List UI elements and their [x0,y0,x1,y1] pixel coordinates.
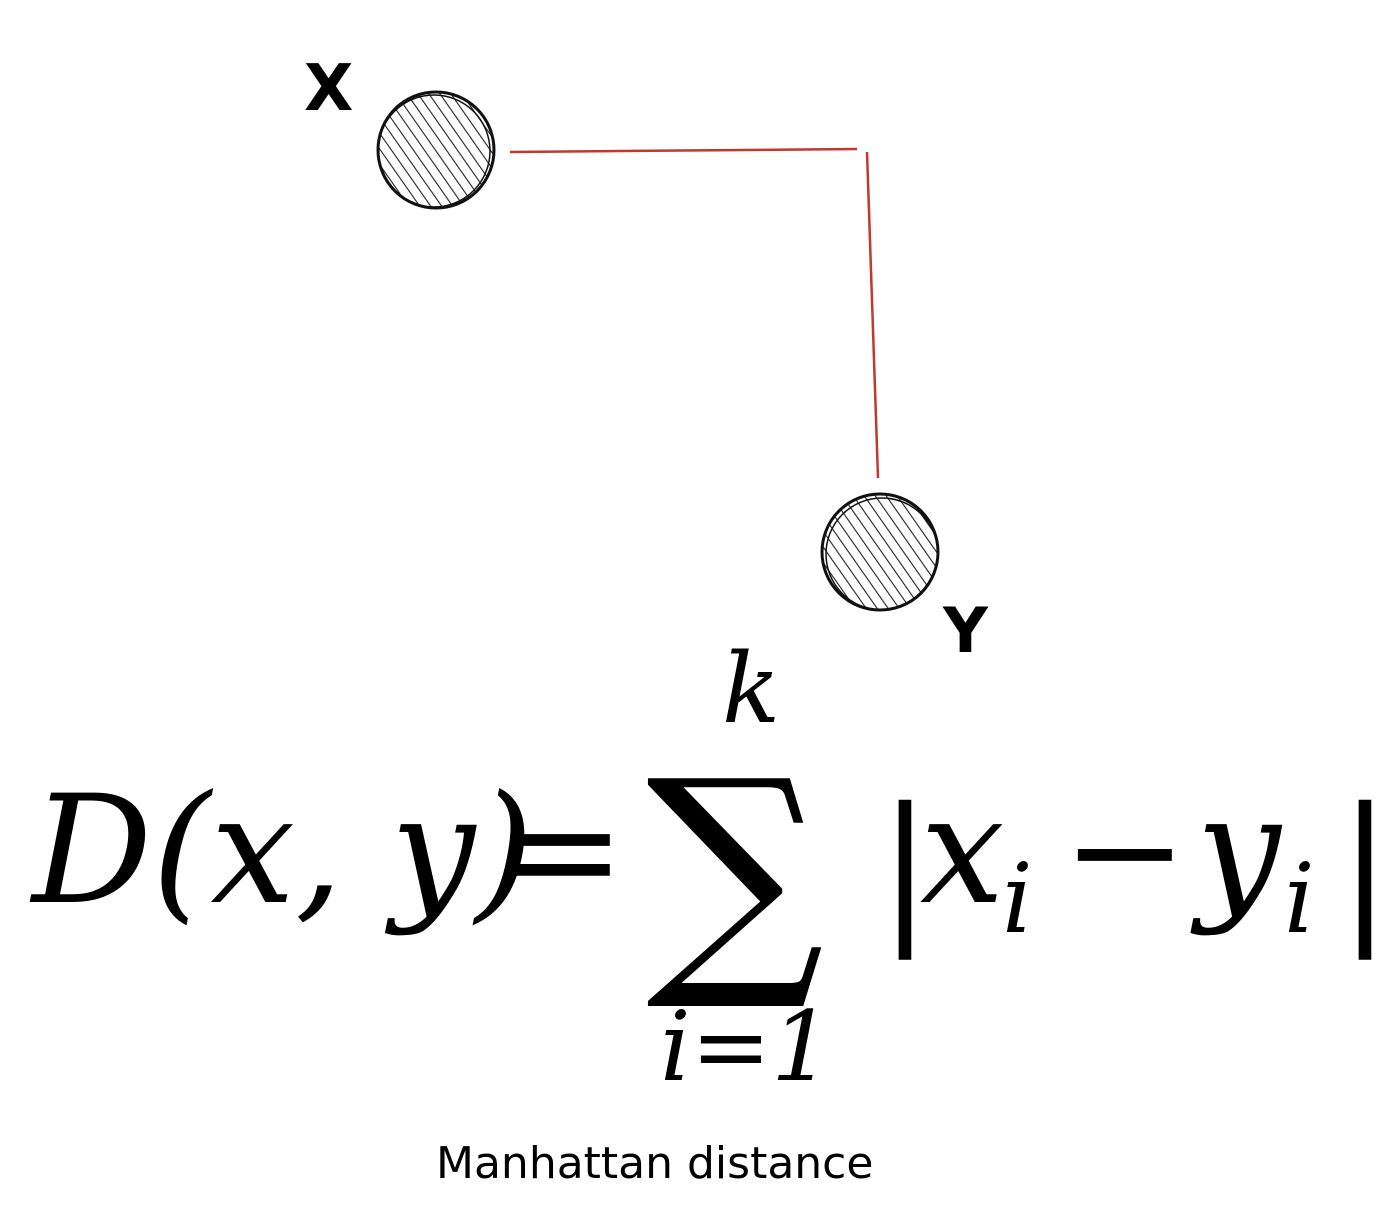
point-y-label: Y [942,594,989,667]
formula-lhs-name: D [29,764,152,938]
diagram-caption: Manhattan distance [436,1138,873,1189]
formula-abs-bar-right: | [1338,773,1380,960]
point-y: Y [820,492,989,667]
point-x-label: X [304,52,353,126]
formula-term-x: x [920,764,1005,938]
formula-term-y-subscript: i [1284,843,1315,955]
formula-minus: − [1062,764,1188,938]
formula-abs-bar-left: | [878,773,932,960]
formula-sum-lower-limit: i=1 [660,991,832,1103]
point-x: X [304,52,496,210]
formula-sum-symbol: ∑ [646,726,824,1017]
formula-equals: = [500,764,626,938]
formula-term-y: y [1190,764,1283,938]
formula-term-x-subscript: i [1002,843,1033,955]
path-vertical-segment [865,151,880,479]
point-y-marker [820,492,940,612]
manhattan-path [509,147,880,479]
formula-lhs-args: (x, y) [152,764,534,938]
manhattan-formula: D (x, y) = k ∑ i=1 | x i − y i | [29,633,1380,1103]
path-horizontal-segment [509,147,858,154]
formula-sum-upper-limit: k [722,633,780,745]
